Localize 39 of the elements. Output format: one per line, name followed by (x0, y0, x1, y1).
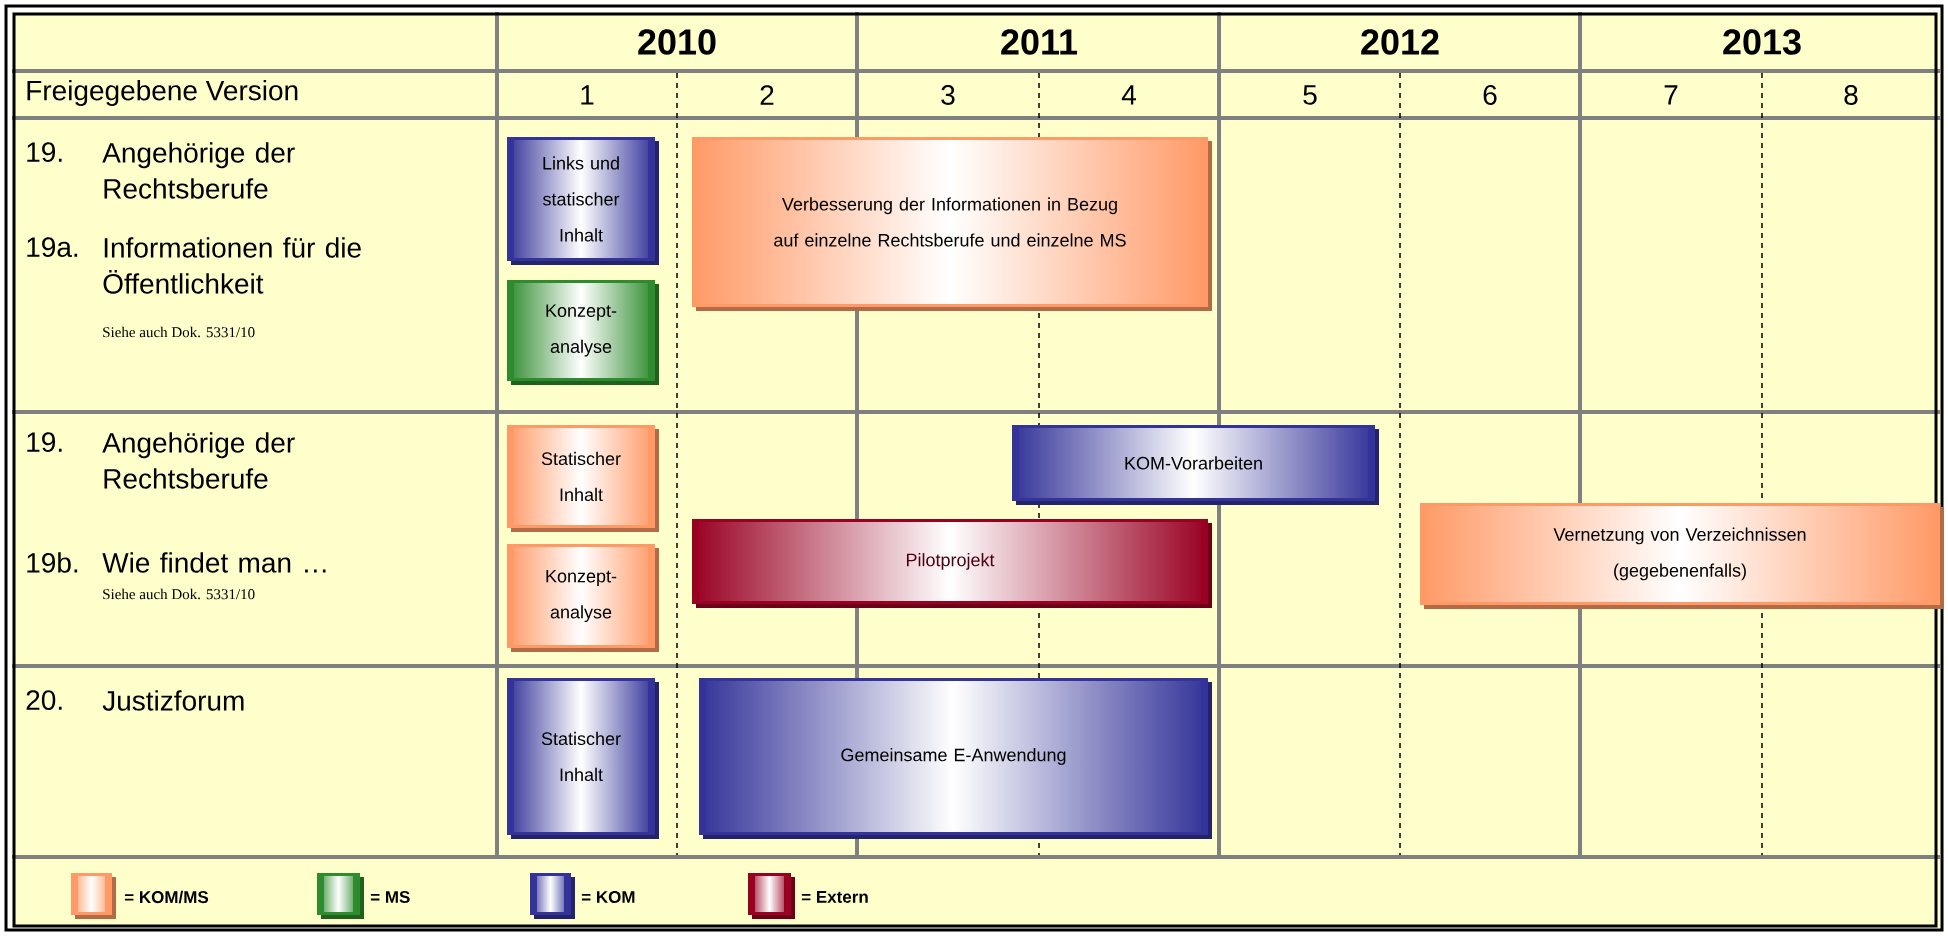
legend-label: = KOM/MS (124, 890, 209, 904)
version-number: 1 (581, 85, 594, 105)
version-number: 6 (1483, 85, 1497, 105)
reference-note: Siehe auch Dok. 5331/10 (103, 326, 255, 338)
row-title: Justizforum (102, 690, 244, 711)
timeline-bar: Konzept- analyse (507, 544, 659, 652)
version-number: 5 (1303, 85, 1317, 105)
row-number: 19. (27, 142, 62, 162)
timeline-bar: Vernetzung von Verzeichnissen (gegebenenfalls) (1420, 503, 1944, 609)
row-number: 20. (26, 690, 62, 710)
legend-label: = KOM (581, 890, 635, 903)
version-number: 4 (1121, 85, 1136, 105)
timeline-bar: KOM-Vorarbeiten (1012, 425, 1379, 505)
year-heading: 2012 (1361, 29, 1439, 55)
reference-note: Siehe auch Dok. 5331/10 (103, 588, 255, 600)
row-title: Angehörige der Rechtsberufe (102, 432, 295, 489)
year-heading: 2013 (1723, 29, 1801, 55)
row-title: Angehörige der Rechtsberufe (102, 142, 295, 199)
row-number: 19. (27, 432, 62, 452)
year-heading: 2010 (638, 29, 716, 55)
legend-label: = MS (370, 890, 410, 903)
version-number: 7 (1664, 85, 1678, 105)
timeline-bar: Gemeinsame E-Anwendung (699, 678, 1212, 839)
version-number: 8 (1844, 85, 1858, 105)
timeline-bar: Pilotprojekt (692, 519, 1212, 608)
version-number: 2 (760, 85, 774, 105)
timeline-bar: Verbesserung der Informationen in Bezug auf einzelne Rechtsberufe und einzelne MS (692, 137, 1212, 311)
timeline-bar: Links und statischer Inhalt (507, 137, 659, 265)
year-heading: 2011 (1001, 29, 1078, 55)
row-title: Wie findet man … (102, 552, 326, 573)
row-title: Informationen für die Öffentlichkeit (103, 237, 361, 294)
row-number: 19a. (27, 237, 78, 257)
column-heading: Freigegebene Version (27, 79, 298, 107)
timeline-bar: Konzept- analyse (507, 280, 659, 385)
row-number: 19b. (27, 552, 78, 573)
version-number: 3 (941, 85, 955, 105)
timeline-bar: Statischer Inhalt (507, 678, 659, 839)
timeline-bar: Statischer Inhalt (507, 425, 659, 532)
legend-label: = Extern (801, 891, 868, 903)
